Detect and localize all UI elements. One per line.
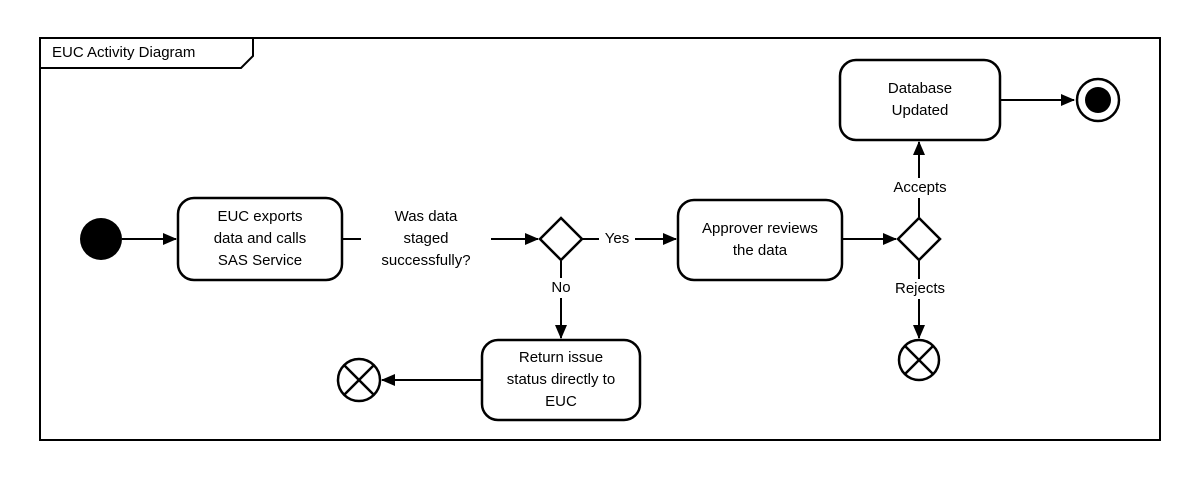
- flow-final-reject-icon: [897, 338, 941, 382]
- task-database-label: Database Updated: [887, 80, 953, 119]
- task-approver-label: Approver reviews the data: [702, 220, 818, 259]
- task-database-shape: [838, 58, 1002, 142]
- edge-label-accepts: Accepts: [886, 178, 954, 198]
- diagram-title: EUC Activity Diagram: [52, 44, 196, 61]
- final-node-inner: [1085, 87, 1111, 113]
- task-return-label: Return issue status directly to EUC: [506, 349, 616, 410]
- decision-review-shape: [896, 216, 942, 262]
- task-approver-shape: [676, 198, 844, 282]
- task-export-label: EUC exports data and calls SAS Service: [213, 208, 307, 269]
- task-return-shape: [480, 338, 642, 422]
- decision-staged-shape: [538, 216, 584, 262]
- decision-staged-question: Was data staged successfully?: [361, 206, 491, 272]
- start-node: [80, 218, 122, 260]
- edge-label-no: No: [545, 278, 577, 298]
- flow-final-return-icon: [336, 357, 382, 403]
- diagram-title-tab: [39, 37, 254, 69]
- edge-label-rejects: Rejects: [887, 279, 953, 299]
- diagram-frame: [39, 37, 1161, 441]
- edge-label-yes: Yes: [599, 229, 635, 249]
- task-export-shape: [176, 196, 344, 282]
